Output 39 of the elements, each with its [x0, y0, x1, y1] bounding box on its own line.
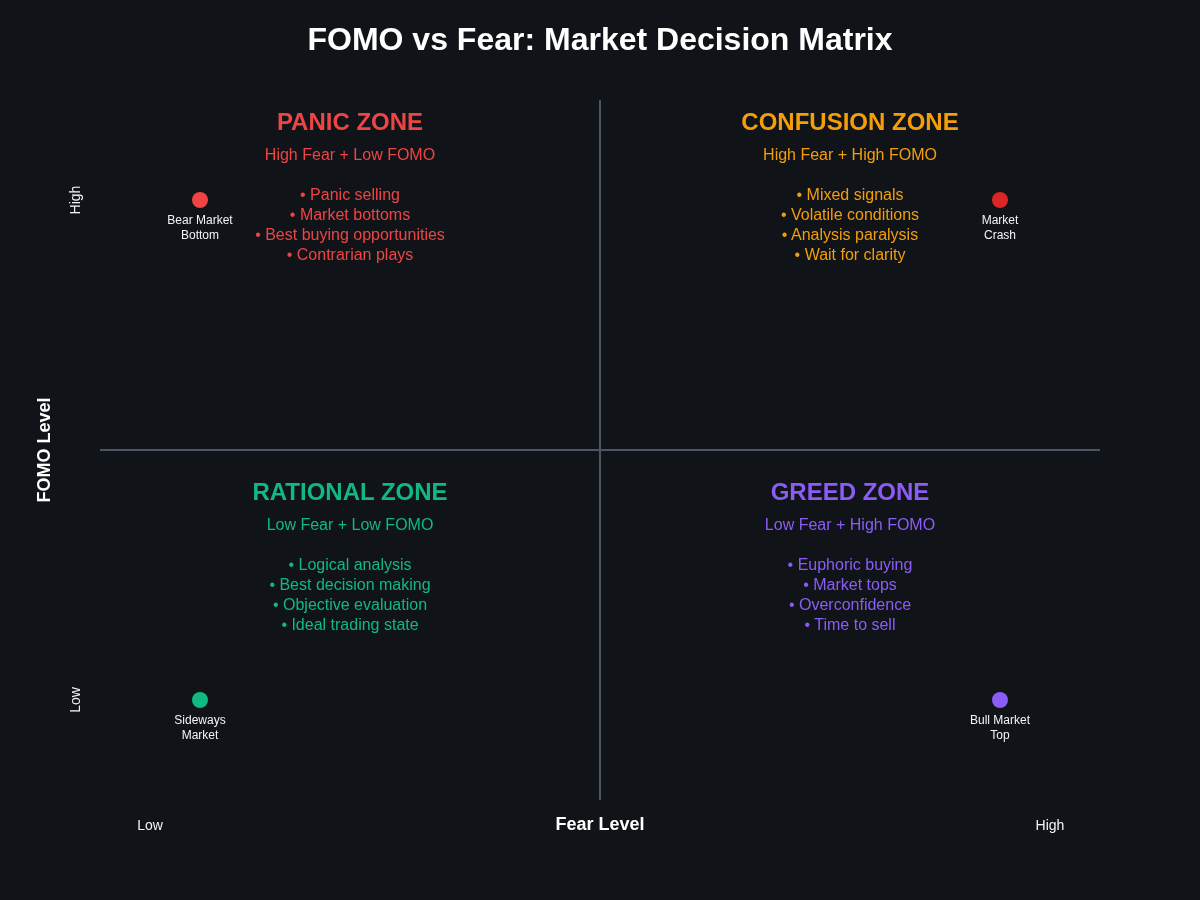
bullet-item: • Market bottoms	[289, 205, 411, 225]
zone-title: GREED ZONE	[770, 478, 930, 506]
marker-dot-icon	[992, 692, 1008, 708]
bullet-item: • Panic selling	[300, 185, 400, 205]
axis-tick-label: Low	[137, 816, 163, 834]
bullet-item: • Euphoric buying	[787, 555, 913, 575]
axis-tick-label: Low	[66, 687, 84, 713]
zone-subtitle: Low Fear + Low FOMO	[266, 515, 434, 535]
bullet-item: • Wait for clarity	[794, 245, 906, 265]
bullet-item: • Objective evaluation	[272, 595, 428, 615]
bullet-item: • Market tops	[803, 575, 897, 595]
bullet-item: • Best decision making	[269, 575, 431, 595]
marker-dot-icon	[192, 692, 208, 708]
axis-tick-label: High	[1035, 816, 1065, 834]
bullet-item: • Ideal trading state	[281, 615, 419, 635]
point-label: Bear Market Bottom	[166, 213, 234, 243]
point-label: Bull Market Top	[969, 713, 1031, 743]
bullet-item: • Time to sell	[804, 615, 896, 635]
axis-title: FOMO Level	[33, 397, 55, 503]
bullet-item: • Logical analysis	[288, 555, 412, 575]
marker-dot-icon	[992, 192, 1008, 208]
point-label: Sideways Market	[173, 713, 227, 743]
axis-title: Fear Level	[555, 813, 645, 835]
bullet-item: • Overconfidence	[788, 595, 912, 615]
axis-tick-label: High	[66, 185, 84, 215]
bullet-item: • Volatile conditions	[780, 205, 920, 225]
page-title: FOMO vs Fear: Market Decision Matrix	[307, 20, 893, 59]
bullet-item: • Analysis paralysis	[781, 225, 919, 245]
bullet-item: • Contrarian plays	[286, 245, 414, 265]
marker-dot-icon	[192, 192, 208, 208]
zone-title: PANIC ZONE	[276, 108, 424, 136]
zone-title: RATIONAL ZONE	[252, 478, 448, 506]
bullet-item: • Mixed signals	[796, 185, 904, 205]
point-label: Market Crash	[981, 213, 1019, 243]
zone-subtitle: Low Fear + High FOMO	[764, 515, 936, 535]
zone-subtitle: High Fear + Low FOMO	[264, 145, 436, 165]
zone-subtitle: High Fear + High FOMO	[763, 145, 937, 165]
zone-title: CONFUSION ZONE	[741, 108, 959, 136]
bullet-item: • Best buying opportunities	[255, 225, 445, 245]
